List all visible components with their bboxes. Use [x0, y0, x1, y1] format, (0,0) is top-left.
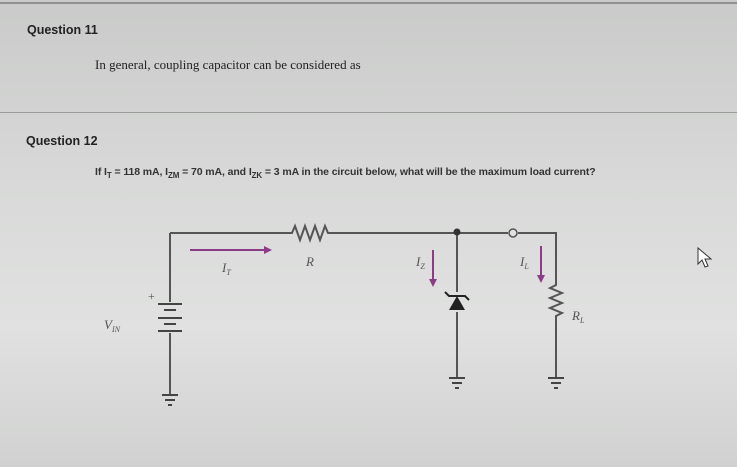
zener-diode-icon	[444, 291, 470, 310]
question-divider	[0, 112, 737, 113]
resistor-r	[170, 223, 508, 243]
battery-vin	[158, 303, 182, 332]
question-11-heading: Question 11	[27, 23, 98, 37]
q-sub: T	[106, 171, 112, 181]
label-plus: +	[148, 289, 155, 303]
label-vin: VIN	[104, 317, 121, 334]
label-il: IL	[519, 254, 529, 271]
label-rl: RL	[571, 308, 585, 325]
label-it: IT	[221, 260, 231, 277]
question-12-heading: Question 12	[26, 134, 98, 148]
q-text: = 118 mA, I	[111, 166, 168, 178]
question-12-text: If IT = 118 mA, IZM = 70 mA, and IZK = 3…	[95, 166, 596, 180]
junction-dot	[453, 228, 461, 236]
mouse-cursor-icon	[697, 246, 713, 268]
label-r: R	[305, 254, 314, 269]
label-iz: IZ	[415, 254, 425, 271]
ground-icon	[162, 394, 178, 406]
q-sub: ZK	[251, 171, 263, 181]
q-sub: ZM	[167, 171, 180, 181]
load-resistor	[518, 232, 565, 378]
output-terminal	[508, 228, 518, 238]
top-divider	[0, 2, 737, 4]
question-11-text: In general, coupling capacitor can be co…	[95, 57, 361, 72]
q-text: If I	[95, 166, 107, 178]
ground-icon	[548, 377, 564, 389]
q-text: = 70 mA, and I	[179, 166, 252, 178]
ground-icon	[449, 377, 465, 389]
q-text: = 3 mA in the circuit below, what will b…	[262, 166, 596, 178]
